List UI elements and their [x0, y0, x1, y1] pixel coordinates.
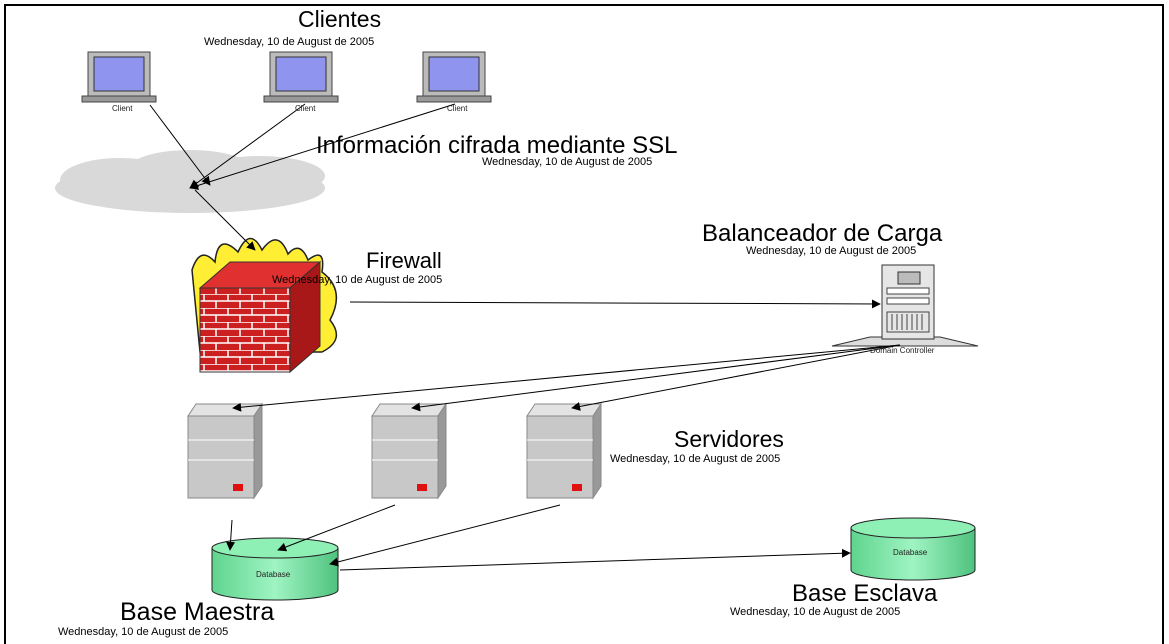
slave-db-cylinder-label: Database: [893, 548, 928, 557]
balancer-device-label: Domain Controller: [870, 346, 935, 355]
slave-db-date: Wednesday, 10 de August de 2005: [730, 606, 901, 618]
client-2-label: Client: [295, 104, 316, 113]
balancer-title: Balanceador de Carga: [702, 220, 943, 247]
master-database-icon: [211, 537, 339, 601]
slave-database-icon: [850, 517, 976, 581]
internet-cloud-icon: [55, 150, 325, 213]
server-1-icon: [187, 402, 263, 500]
servers-title: Servidores: [674, 426, 784, 452]
clients-title: Clientes: [298, 6, 382, 32]
clients-date: Wednesday, 10 de August de 2005: [204, 36, 375, 48]
load-balancer-server-icon: [831, 264, 979, 347]
firewall-title: Firewall: [366, 248, 442, 273]
balancer-date: Wednesday, 10 de August de 2005: [746, 245, 917, 257]
servers-date: Wednesday, 10 de August de 2005: [610, 453, 781, 465]
server-2-icon: [371, 402, 447, 500]
firewall-icon: [191, 237, 338, 374]
master-db-date: Wednesday, 10 de August de 2005: [58, 626, 229, 638]
client-computer-1: [81, 51, 157, 103]
ssl-date: Wednesday, 10 de August de 2005: [482, 156, 653, 168]
client-computer-3: [416, 51, 492, 103]
client-1-label: Client: [112, 104, 133, 113]
client-3-label: Client: [447, 104, 468, 113]
firewall-date: Wednesday, 10 de August de 2005: [272, 274, 443, 286]
client-computer-2: [263, 51, 339, 103]
diagram-frame: [4, 4, 1164, 644]
ssl-title: Información cifrada mediante SSL: [316, 132, 678, 159]
slave-db-title: Base Esclava: [792, 580, 938, 607]
master-db-title: Base Maestra: [120, 598, 275, 626]
server-3-icon: [526, 402, 602, 500]
master-db-cylinder-label: Database: [256, 570, 291, 579]
connection-lines: [149, 103, 901, 571]
